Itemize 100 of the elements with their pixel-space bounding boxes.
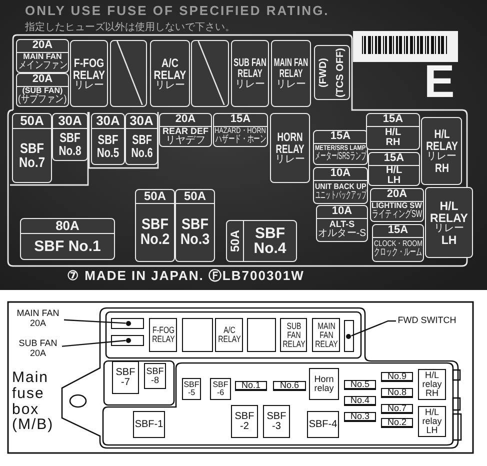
box-title: Main fuse box (M/B) bbox=[12, 370, 55, 433]
slot-label: No.1 bbox=[241, 381, 260, 390]
fuse-dot bbox=[346, 334, 352, 339]
relay-box-slot bbox=[263, 405, 290, 438]
blank-slot bbox=[191, 40, 229, 107]
fuse-label: SBF No.8 bbox=[58, 131, 82, 158]
fuse-rating: 50A bbox=[227, 221, 244, 261]
fuse-rating: 20A bbox=[371, 189, 423, 202]
relay-label: RH bbox=[434, 162, 450, 174]
fuse-label: SBF No.5 bbox=[96, 133, 120, 160]
fuse-slot bbox=[159, 113, 212, 147]
fuse-label: SBF No.2 bbox=[139, 217, 171, 248]
relay-slot bbox=[231, 40, 269, 107]
relay-box-slot bbox=[133, 411, 165, 438]
warning-text: 指定したヒューズ以外は使用しないで下さい。 bbox=[25, 20, 235, 34]
relay-slot bbox=[270, 113, 310, 183]
slot-label: SBF -5 bbox=[183, 381, 200, 397]
fuse-slot bbox=[135, 189, 175, 262]
fuse-slot bbox=[213, 113, 268, 147]
fuse-label: SBF No.7 bbox=[18, 141, 46, 170]
slot-label: SBF -3 bbox=[266, 412, 288, 432]
fuse-rating: 30A bbox=[53, 114, 87, 129]
slot-label: No.6 bbox=[280, 381, 299, 390]
fuse-slot bbox=[370, 188, 424, 222]
relay-slot bbox=[425, 187, 473, 258]
fuse-label: ALT-S bbox=[329, 220, 355, 230]
japanese-label: リヤデフ bbox=[166, 136, 206, 146]
japanese-label: メーター/SRSランプ bbox=[314, 152, 366, 162]
leader-label: SUB FAN 20A bbox=[14, 337, 62, 360]
fuse-dot bbox=[126, 338, 130, 342]
relay-box-slot bbox=[307, 411, 339, 438]
japanese-label: (サブファン) bbox=[18, 95, 67, 106]
slot-label: No.3 bbox=[350, 412, 370, 421]
japanese-label: リレー bbox=[275, 155, 305, 165]
fuse-rating: 15A bbox=[367, 114, 419, 127]
fuse-slot bbox=[313, 130, 368, 165]
leader-label: MAIN FAN 20A bbox=[12, 307, 64, 330]
slot-label: SBF -7 bbox=[114, 368, 136, 388]
relay-box-slot bbox=[182, 378, 201, 400]
relay-label: H/L RELAY bbox=[429, 200, 469, 224]
fuse-rating: 15A bbox=[373, 225, 423, 238]
fuse-label: H/L LH bbox=[384, 166, 404, 186]
slot-label: SBF -2 bbox=[234, 412, 256, 432]
fuse-rating: 20A bbox=[160, 114, 211, 127]
relay-slot bbox=[70, 40, 108, 107]
relay-label: HORN RELAY bbox=[274, 131, 306, 155]
fuse-slot bbox=[313, 167, 368, 204]
japanese-label: ライティングSW bbox=[372, 210, 422, 220]
relay-box-slot bbox=[112, 361, 139, 394]
relay-box-slot bbox=[309, 368, 339, 400]
switch-label: (FWD) bbox=[318, 58, 328, 88]
slot-label: MAIN FAN RELAY bbox=[314, 322, 338, 348]
origin-text: ⑦ MADE IN JAPAN. ⒻLB700301W bbox=[67, 267, 304, 285]
fuse-box-slot bbox=[344, 412, 376, 422]
fuse-box-slot bbox=[381, 372, 413, 382]
japanese-label: リレー bbox=[426, 152, 456, 162]
japanese-label: HAZARD・HORN bbox=[214, 127, 266, 136]
slot-label: H/L relay LH bbox=[421, 408, 443, 435]
empty-slot bbox=[111, 318, 144, 329]
relay-label: SUB FAN RELAY bbox=[233, 58, 267, 80]
fuse-box-slot bbox=[344, 396, 376, 406]
slot-label: SBF-4 bbox=[308, 420, 338, 430]
fuse-rating: 10A bbox=[314, 168, 367, 181]
slot-label: No.4 bbox=[350, 396, 370, 405]
japanese-label: クロック・ルーム bbox=[374, 248, 422, 258]
fuse-rating: 15A bbox=[369, 153, 419, 166]
fuse-slot bbox=[12, 113, 52, 183]
slot-label: H/L relay RH bbox=[421, 371, 443, 398]
section-letter: E bbox=[424, 58, 455, 104]
fuse-label: SBF No.6 bbox=[130, 133, 154, 160]
japanese-label: ハザード・ホーン bbox=[215, 135, 266, 146]
leader-label: FWD SWITCH bbox=[396, 315, 458, 327]
fuse-slot bbox=[316, 205, 368, 242]
fuse-rating: 30A bbox=[126, 114, 157, 129]
slot-label: Horn relay bbox=[313, 375, 335, 393]
fuse-slot bbox=[175, 189, 215, 262]
fuse-label: SBF No.4 bbox=[252, 226, 288, 256]
fuse-rating: 50A bbox=[136, 190, 174, 204]
leader-line bbox=[62, 340, 126, 347]
relay-box-slot bbox=[215, 318, 243, 352]
slot-label: A/C RELAY bbox=[216, 326, 242, 344]
fuse-slot bbox=[226, 220, 297, 262]
warning-text: ONLY USE FUSE OF SPECIFIED RATING. bbox=[25, 3, 330, 18]
fuse-rating: 10A bbox=[317, 206, 367, 219]
relay-label: MAIN FAN RELAY bbox=[273, 58, 309, 80]
fuse-label: (SUB FAN) bbox=[22, 87, 63, 96]
slot-label: No.7 bbox=[387, 404, 406, 413]
fuse-rating: 20A bbox=[17, 74, 68, 87]
relay-label: A/C RELAY bbox=[152, 56, 188, 80]
japanese-label: リレー bbox=[235, 80, 265, 90]
switch-label: (TCS OFF) bbox=[336, 48, 346, 98]
slot-label: SBF -6 bbox=[212, 381, 229, 397]
japanese-label: リレー bbox=[155, 80, 185, 90]
slot-label: No.5 bbox=[350, 380, 370, 389]
relay-slot bbox=[421, 117, 462, 185]
fuse-dot bbox=[126, 320, 130, 326]
relay-label: H/L RELAY bbox=[424, 128, 459, 152]
fuse-box-slot bbox=[273, 381, 306, 391]
slot-label: SBF -8 bbox=[146, 367, 164, 385]
fuse-slot bbox=[16, 73, 69, 107]
